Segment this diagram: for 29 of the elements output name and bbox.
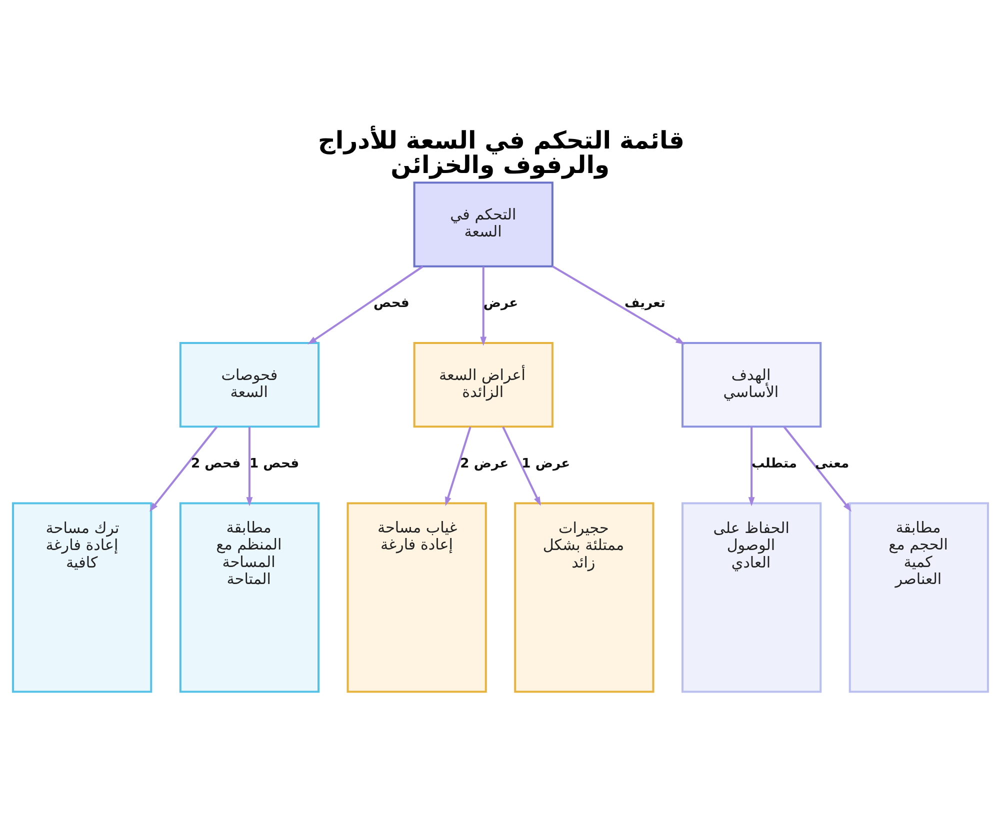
node-box: الحفاظ على الوصول العادي: [680, 502, 822, 692]
edge-label: فحص: [372, 296, 409, 311]
edge-label: عرض 1: [521, 456, 570, 471]
edge-label: فحص 1: [248, 456, 299, 471]
node-box: أعراض السعة الزائدة: [412, 341, 553, 428]
edge-label: تعريف: [624, 296, 665, 311]
node-box: غياب مساحة إعادة فارغة: [346, 502, 486, 692]
edge-label: فحص 2: [190, 456, 240, 471]
node-box: فحوصات السعة: [178, 341, 320, 428]
edge-label: متطلب: [751, 456, 796, 471]
edge-label: عرض: [482, 296, 518, 311]
edge-label: معنى: [814, 456, 849, 471]
node-box: مطابقة الحجم مع كمية العناصر: [848, 502, 988, 692]
node-box: حجيرات ممتلئة بشكل زائد: [514, 502, 654, 692]
arrow: [307, 265, 423, 344]
arrow: [148, 426, 218, 512]
node-box: مطابقة المنظم مع المساحة المتاحة: [178, 502, 320, 692]
edge-label: عرض 2: [460, 456, 508, 471]
arrow: [246, 426, 252, 506]
node-box: الهدف الأساسي: [680, 341, 822, 428]
node-box: التحكم في السعة: [412, 181, 553, 267]
node-box: ترك مساحة إعادة فارغة كافية: [12, 502, 152, 692]
arrow: [444, 426, 471, 506]
arrow: [748, 426, 754, 506]
arrow: [551, 264, 684, 344]
arrow: [480, 266, 486, 346]
arrow: [502, 426, 540, 506]
diagram-title: قائمة التحكم في السعة للأدراج والرفوف والخزائن: [318, 126, 684, 178]
arrow: [782, 426, 852, 512]
